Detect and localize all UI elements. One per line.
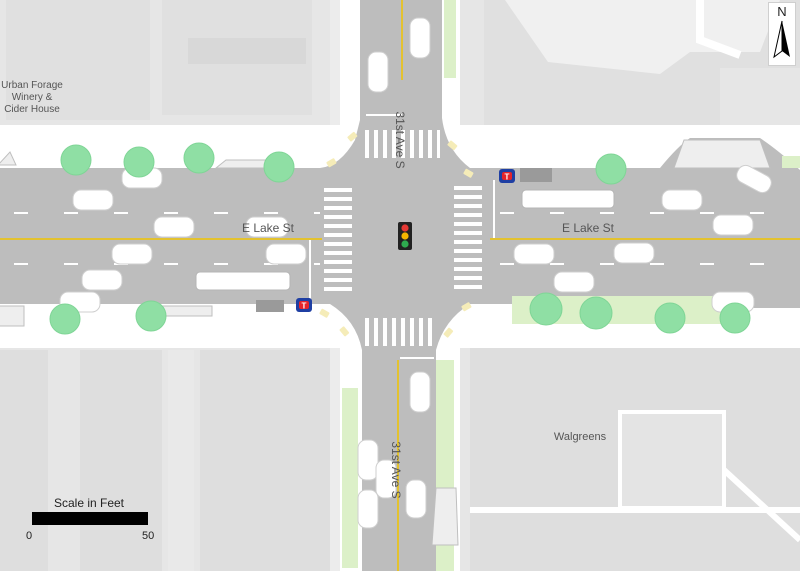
tree-icon: [719, 302, 751, 334]
car-icon: [712, 214, 754, 236]
street-label-31st-ave-south: 31st Ave S: [389, 441, 403, 498]
svg-text:T: T: [302, 302, 307, 311]
car-icon: [81, 269, 123, 291]
crosswalk-west: [324, 188, 352, 291]
tree-icon: [60, 144, 92, 176]
car-icon: [153, 216, 195, 238]
crosswalk-north: [365, 130, 440, 158]
car-icon: [72, 189, 114, 211]
car-icon: [613, 242, 655, 264]
car-icon: [661, 189, 703, 211]
sw-block: [0, 330, 330, 571]
business-label-urban-forage: Urban Forage Winery & Cider House: [1, 80, 63, 115]
svg-text:Winery &: Winery &: [12, 92, 53, 103]
street-label-e-lake-st-east: E Lake St: [562, 221, 615, 235]
crosswalk-east: [454, 186, 482, 289]
north-arrow-icon: [773, 20, 790, 59]
trees: [49, 142, 751, 335]
car-icon: [405, 479, 427, 519]
planting-strips: [342, 0, 800, 571]
car-icon: [375, 459, 397, 499]
tree-icon: [595, 153, 627, 185]
stop-bars: [309, 114, 495, 359]
street-label-31st-ave-north: 31st Ave S: [393, 111, 407, 168]
transit-stop-icon[interactable]: T: [499, 169, 515, 183]
tree-icon: [263, 151, 295, 183]
tree-icon: [135, 300, 167, 332]
car-icon: [245, 216, 289, 238]
bus: [195, 189, 615, 291]
business-label-walgreens: Walgreens: [554, 431, 607, 443]
car-icon: [357, 439, 379, 481]
car-icon: [736, 164, 772, 194]
bus-shelters: [0, 139, 771, 546]
tree-icon: [123, 146, 155, 178]
north-label: N: [777, 4, 787, 19]
tree-icon: [654, 302, 686, 334]
se-block: [460, 330, 800, 571]
crosswalk-south: [365, 318, 432, 346]
curb-ramps: [319, 131, 474, 338]
car-icon: [265, 243, 307, 265]
tree-icon: [49, 303, 81, 335]
north-arrow: N: [768, 2, 796, 66]
street-label-e-lake-st-west: E Lake St: [242, 221, 295, 235]
svg-text:T: T: [505, 173, 510, 182]
car-icon: [409, 17, 431, 59]
nw-block: [0, 0, 330, 150]
svg-text:Cider House: Cider House: [4, 104, 60, 115]
tree-icon: [183, 142, 215, 174]
tree-icon: [529, 292, 563, 326]
car-icon: [367, 51, 389, 93]
car-icon: [111, 243, 153, 265]
car-icon: [409, 371, 431, 413]
lane-dashes: [14, 212, 800, 265]
traffic-signal-icon[interactable]: [398, 222, 412, 250]
car-icon: [357, 489, 379, 529]
cars: [59, 17, 772, 529]
svg-text:Urban Forage: Urban Forage: [1, 80, 63, 91]
transit-stop-icon[interactable]: T: [296, 298, 312, 312]
tree-icon: [579, 296, 613, 330]
car-icon: [553, 271, 595, 293]
car-icon: [513, 243, 555, 265]
